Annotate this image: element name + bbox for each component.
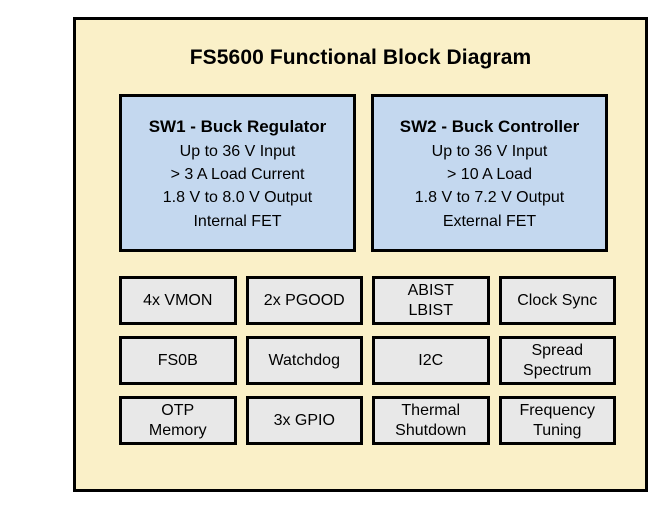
regulator-block-sw1-title: SW1 - Buck Regulator xyxy=(148,116,327,136)
regulator-block-sw2-title: SW2 - Buck Controller xyxy=(399,116,580,136)
feature-block-fs0b: FS0B xyxy=(119,336,237,385)
feature-block-vmon: 4x VMON xyxy=(119,276,237,325)
regulator-block-sw2-line-4: External FET xyxy=(442,212,537,230)
feature-block-spread-spectrum-line-1: Spread xyxy=(531,341,584,359)
feature-block-clock-sync-line-1: Clock Sync xyxy=(517,291,598,309)
feature-block-spread-spectrum-line-2: Spectrum xyxy=(523,361,592,379)
feature-block-i2c-line-1: I2C xyxy=(418,351,444,369)
feature-block-frequency-tuning-line-2: Tuning xyxy=(533,421,582,439)
feature-block-spread-spectrum: Spread Spectrum xyxy=(498,336,616,385)
feature-block-frequency-tuning: Frequency Tuning xyxy=(498,396,616,445)
feature-block-clock-sync: Clock Sync xyxy=(498,276,616,325)
feature-block-thermal-shutdown-line-1: Thermal xyxy=(401,401,461,419)
feature-block-fs0b-line-1: FS0B xyxy=(157,351,198,369)
regulator-block-sw2-line-2: > 10 A Load xyxy=(447,165,532,183)
feature-block-grid: 4x VMON 2x PGOOD ABIST LBIST Clock Sync … xyxy=(119,276,616,445)
diagram-title: FS5600 Functional Block Diagram xyxy=(189,46,532,69)
regulator-block-sw2-line-1: Up to 36 V Input xyxy=(431,142,548,160)
feature-block-gpio-line-1: 3x GPIO xyxy=(273,411,335,429)
feature-block-abist-lbist-line-2: LBIST xyxy=(408,301,453,319)
regulator-block-sw2-line-3: 1.8 V to 7.2 V Output xyxy=(414,189,565,207)
feature-block-i2c: I2C xyxy=(372,336,490,385)
feature-block-thermal-shutdown: Thermal Shutdown xyxy=(372,396,490,445)
feature-block-pgood: 2x PGOOD xyxy=(245,276,363,325)
regulator-block-sw1-line-4: Internal FET xyxy=(193,212,282,230)
feature-block-otp-memory-line-1: OTP xyxy=(161,401,195,419)
feature-block-abist-lbist-line-1: ABIST xyxy=(407,281,454,299)
functional-block-diagram-panel: FS5600 Functional Block Diagram SW1 - Bu… xyxy=(73,17,648,492)
regulator-block-sw2: SW2 - Buck Controller Up to 36 V Input >… xyxy=(371,94,608,252)
regulator-block-sw1-line-1: Up to 36 V Input xyxy=(179,142,296,160)
feature-block-watchdog-line-1: Watchdog xyxy=(268,351,340,369)
feature-block-watchdog: Watchdog xyxy=(245,336,363,385)
feature-block-frequency-tuning-line-1: Frequency xyxy=(519,401,596,419)
feature-block-otp-memory-line-2: Memory xyxy=(148,421,207,439)
feature-block-vmon-line-1: 4x VMON xyxy=(143,291,213,309)
feature-block-gpio: 3x GPIO xyxy=(245,396,363,445)
regulator-block-sw1-line-2: > 3 A Load Current xyxy=(170,165,305,183)
feature-block-thermal-shutdown-line-2: Shutdown xyxy=(395,421,467,439)
regulator-block-sw1-line-3: 1.8 V to 8.0 V Output xyxy=(162,189,313,207)
feature-block-pgood-line-1: 2x PGOOD xyxy=(263,291,345,309)
regulator-block-sw1: SW1 - Buck Regulator Up to 36 V Input > … xyxy=(119,94,356,252)
feature-block-abist-lbist: ABIST LBIST xyxy=(372,276,490,325)
regulator-block-row: SW1 - Buck Regulator Up to 36 V Input > … xyxy=(119,94,608,252)
feature-block-otp-memory: OTP Memory xyxy=(119,396,237,445)
